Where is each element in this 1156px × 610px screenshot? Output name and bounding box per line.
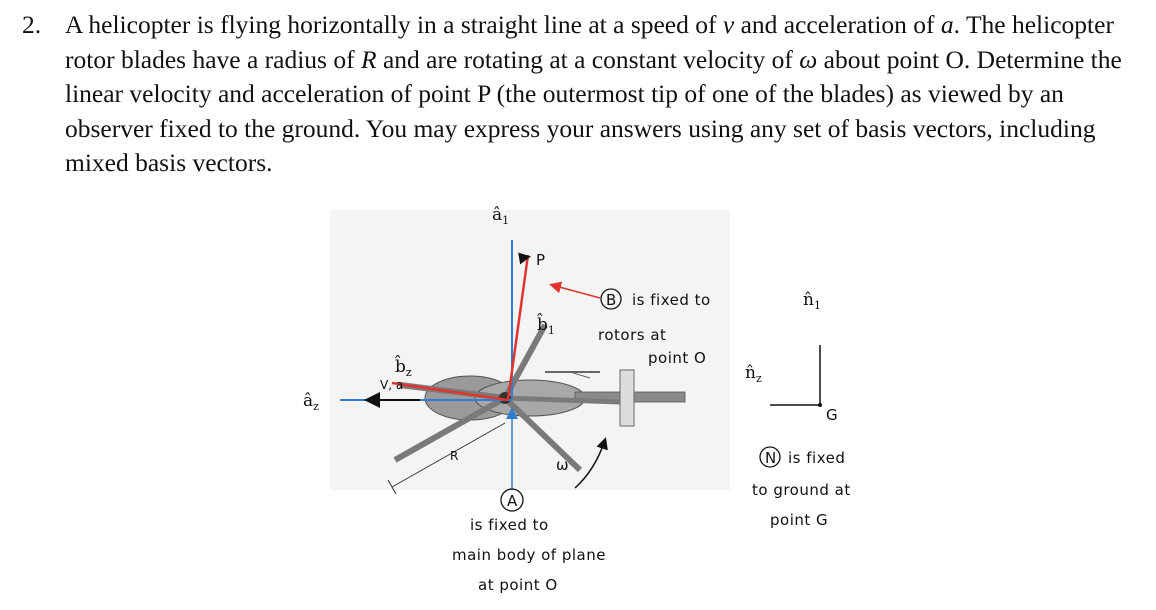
var-a: a	[940, 10, 954, 39]
a-note-line2: main body of plane	[452, 546, 606, 564]
b-note-line1: is fixed to	[632, 291, 711, 309]
r-label: R	[450, 449, 458, 463]
problem-statement: 2. A helicopter is flying horizontally i…	[22, 8, 1142, 181]
b-circle	[600, 288, 622, 310]
n-note-line2: to ground at	[752, 481, 851, 499]
text-seg: and are rotating at a constant velocity …	[376, 44, 800, 74]
a-note-line3: at point O	[478, 576, 558, 594]
omega-label: ω	[556, 456, 569, 474]
var-R: R	[360, 44, 377, 74]
r-dimension-line	[391, 422, 506, 488]
b-note-line2: rotors at	[598, 326, 666, 344]
n1-label: n̂1	[803, 290, 821, 312]
p-label: P	[536, 251, 546, 269]
a2-label: âz	[303, 391, 319, 413]
n2-label: n̂z	[745, 363, 762, 385]
b2-label: b̂z	[395, 355, 412, 379]
n-circle-letter: N	[765, 449, 777, 467]
b2-axis	[391, 381, 509, 402]
var-v: v	[722, 10, 735, 39]
a-circle-letter: A	[507, 492, 518, 510]
b1-axis	[506, 254, 530, 401]
problem-number: 2.	[22, 10, 42, 39]
text-seg: . The helicopter rotor blades have a rad…	[65, 10, 1114, 74]
a-circle	[500, 488, 524, 512]
b-circle-letter: B	[606, 291, 617, 309]
b1-label: b̂1	[537, 313, 555, 337]
b-note-line3: point O	[648, 349, 706, 367]
a-note-line1: is fixed to	[470, 516, 549, 534]
n-note-line3: point G	[770, 511, 828, 529]
var-omega: ω	[799, 44, 818, 74]
a1-label: â1	[492, 205, 509, 227]
velocity-label: V, a	[380, 378, 403, 392]
problem-text: A helicopter is flying horizontally in a…	[65, 8, 1142, 181]
n-circle	[759, 446, 781, 468]
omega-arrow	[574, 437, 608, 489]
b-label-pointer	[549, 281, 601, 299]
text-seg: and acceleration of	[734, 10, 941, 39]
ground-frame	[770, 345, 822, 407]
p-marker-arrow	[518, 252, 531, 265]
n-note-line1: is fixed	[788, 449, 845, 467]
text-seg: A helicopter is flying horizontally in a…	[65, 10, 723, 39]
g-label: G	[826, 406, 838, 424]
text-seg: about point O. Determine the linear velo…	[65, 44, 1122, 178]
